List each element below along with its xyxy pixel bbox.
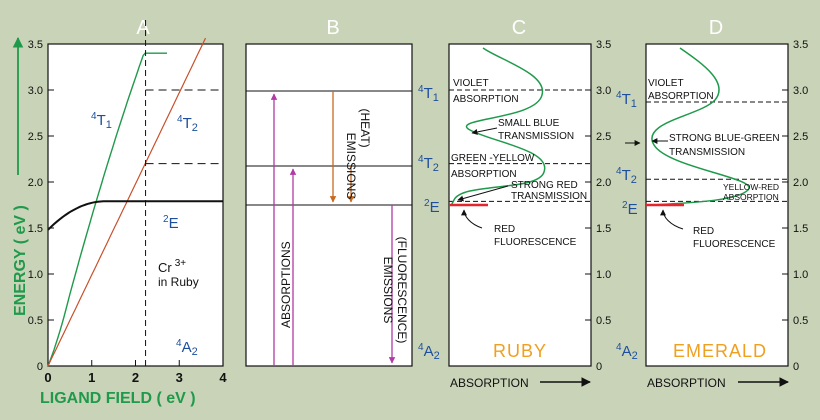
a-y-tick-label: 0.5 [28,315,43,327]
host-label: in Ruby [158,275,199,289]
a-y-tick-label: 1.5 [28,223,43,235]
right-y-tick-label: 1.0 [596,269,611,281]
ruby-absorption-curve [450,47,546,207]
emerald-violet-2: ABSORPTION [648,91,714,102]
term-4t2-d: 4T2 [616,166,637,186]
right-y-tick-label: 1.5 [596,223,611,235]
ruby-violet-1: VIOLET [453,78,489,89]
term-2e-a: 2E [163,214,179,232]
ruby-blue-1: SMALL BLUE [498,118,560,129]
emerald-fl-1: RED [693,226,714,237]
term-4a2-c: 4A2 [418,342,440,362]
panel-d-y-ticks: 0 0.5 1.0 1.5 2.0 2.5 3.0 3.5 [782,39,808,373]
term-4t1-c: 4T1 [418,84,439,104]
right-y-tick-label: 0 [596,361,602,373]
ruby-gy-1: GREEN -YELLOW [451,153,535,164]
panel-label-d: D [709,17,723,39]
emissions-fl-label: EMISSIONS [381,257,395,324]
term-4a2-d: 4A2 [616,342,638,362]
curve-2e [47,200,223,231]
term-2e-c: 2E [424,198,440,216]
ruby-gy-2: ABSORPTION [451,169,517,180]
right-y-tick-label: 2.0 [793,177,808,189]
panel-b: ABSORPTIONS EMISSIONS (HEAT) EMISSIONS (… [245,43,413,367]
a-y-tick-label: 2.5 [28,131,43,143]
ruby-violet-2: ABSORPTION [453,94,519,105]
right-y-tick-label: 1.5 [793,223,808,235]
ruby-x-axis-label: ABSORPTION [450,376,529,390]
a-y-tick-label: 1.0 [28,269,43,281]
y-axis-label: ENERGY ( eV ) [12,205,29,316]
ruby-blue-pointer [471,127,498,135]
term-4t2-a: 4T2 [177,114,198,134]
emerald-fluor-pointer [660,209,684,230]
ruby-gem-label: RUBY [493,341,547,361]
emerald-bg-2: TRANSMISSION [669,147,745,158]
emerald-x-axis-label: ABSORPTION [647,376,726,390]
right-y-tick-label: 3.0 [793,85,808,97]
ruby-blue-2: TRANSMISSION [498,131,574,142]
term-2e-d: 2E [622,200,638,218]
panel-a-y-ticks: 0 0.5 1.0 1.5 2.0 2.5 3.0 3.5 [28,39,54,373]
emerald-yr-2: ABSORPTION [723,192,779,202]
ruby-fluor-pointer [461,209,483,229]
right-y-tick-label: 2.0 [596,177,611,189]
emerald-absorption-curve [651,47,750,206]
ruby-red-pointer [457,185,509,202]
emissions-heat-label: EMISSIONS [344,133,358,200]
x-axis-label: LIGAND FIELD ( eV ) [40,390,196,407]
ruby-fl-1: RED [494,224,515,235]
right-y-tick-label: 0.5 [793,315,808,327]
ruby-fl-2: FLUORESCENCE [494,237,577,248]
a-x-tick-label: 3 [176,370,183,385]
panel-label-c: C [512,17,526,39]
right-y-tick-label: 3.0 [596,85,611,97]
emerald-gem-label: EMERALD [673,341,767,361]
right-y-tick-label: 0 [793,361,799,373]
right-y-tick-label: 0.5 [596,315,611,327]
term-4t1-a: 4T1 [91,111,112,131]
a-y-tick-label: 2.0 [28,177,43,189]
ruby-sr-1: STRONG RED [511,180,578,191]
a-y-tick-label: 3.0 [28,85,43,97]
term-4t2-c: 4T2 [418,154,439,174]
right-y-tick-label: 1.0 [793,269,808,281]
curve-4t1 [47,52,167,367]
absorptions-label: ABSORPTIONS [279,241,293,328]
a-y-tick-label: 3.5 [28,39,43,51]
a-x-tick-label: 2 [132,370,139,385]
emissions-fl-sub: (FLUORESCENCE) [395,237,409,344]
emerald-bg-1: STRONG BLUE-GREEN [669,133,780,144]
a-x-tick-label: 1 [88,370,95,385]
emissions-heat-sub: (HEAT) [358,108,372,147]
panel-a-x-ticks: 0 1 2 3 4 [44,360,227,385]
a-x-tick-label: 4 [219,370,227,385]
term-4t1-d: 4T1 [616,90,637,110]
panel-label-b: B [326,17,339,39]
panel-d: 0 0.5 1.0 1.5 2.0 2.5 3.0 3.5 VIOLET ABSORPTION… [616,39,808,390]
right-y-tick-label: 2.5 [596,131,611,143]
emerald-fl-2: FLUORESCENCE [693,239,776,250]
right-y-tick-label: 2.5 [793,131,808,143]
a-x-tick-label: 0 [44,370,51,385]
emerald-yr-1: YELLOW-RED [723,182,779,192]
a-y-tick-label: 0 [37,361,43,373]
emerald-violet-1: VIOLET [648,78,684,89]
ruby-sr-2: TRANSMISSION [511,191,587,202]
term-4a2-a: 4A2 [176,338,198,358]
right-y-tick-label: 3.5 [793,39,808,51]
panel-c: 0 0.5 1.0 1.5 2.0 2.5 3.0 3.5 VIOLET ABSORPTION… [418,39,611,390]
panel-a-frame [47,43,224,367]
right-y-tick-label: 3.5 [596,39,611,51]
panel-label-a: A [136,17,150,39]
panel-c-y-ticks: 0 0.5 1.0 1.5 2.0 2.5 3.0 3.5 [585,39,611,373]
